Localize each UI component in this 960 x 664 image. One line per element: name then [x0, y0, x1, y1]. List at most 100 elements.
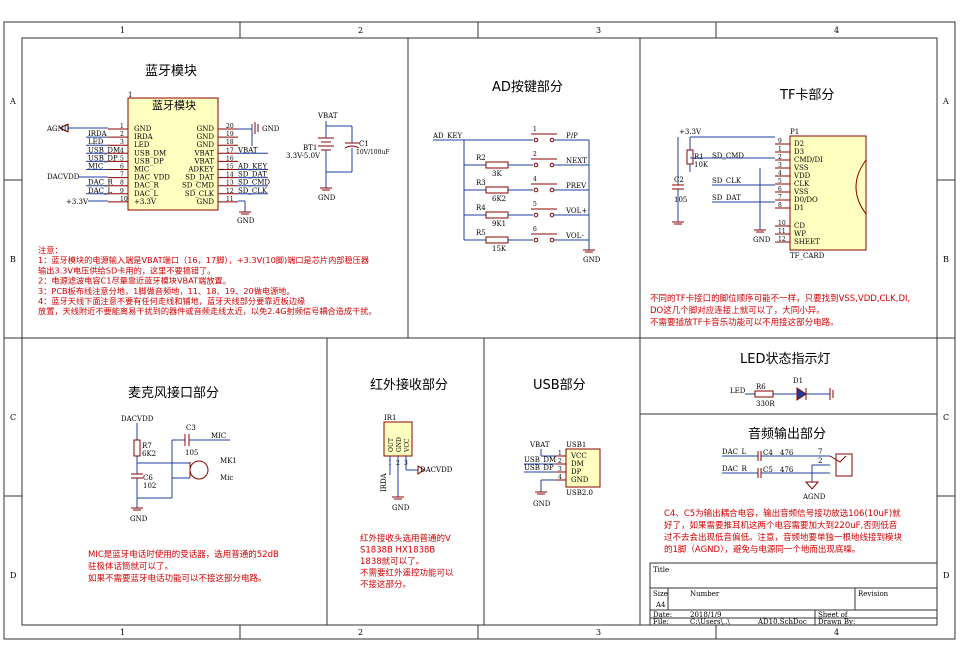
col-label-2-bottom: 2 — [358, 628, 363, 637]
mic-c3-value: 105 — [185, 449, 198, 457]
usb-net-dm: USB_DM — [524, 456, 556, 464]
tb-size-label: Size — [653, 590, 668, 598]
row-label-c: C — [10, 413, 16, 422]
mic-note-line: MIC是蓝牙电话时使用的受话器，选用普通的52dB — [88, 549, 279, 560]
bt-note-line: 4：蓝牙天线下面注意不要有任何走线和铺地，蓝牙天线部分要靠近板边缘 — [38, 296, 305, 306]
bt-right-pin-num: 16 — [226, 155, 234, 162]
bt-v33-label: +3.3V — [66, 198, 89, 206]
mic-ref: MK1 — [220, 457, 237, 465]
tf-pin-number: 12 — [778, 236, 786, 243]
tf-note-line: 不需要插放TF卡音乐功能可以不用接这部分电路。 — [650, 317, 839, 328]
usb-net-vbat: VBAT — [529, 441, 550, 449]
bt-left-pin-label: DAC_VDD — [134, 174, 170, 182]
bt-left-pin-label: +3.3V — [134, 198, 157, 206]
section-title-ad: AD按键部分 — [492, 80, 563, 95]
bt-right-pin-label: SD_DAT — [185, 174, 214, 182]
mic-note-line: 如果不需要蓝牙电话功能可以不接这部分电路。 — [88, 573, 267, 584]
bt-left-pin-label: IRDA — [134, 133, 154, 141]
mic-note-line: 驻极体话筒就可以了。 — [88, 561, 173, 572]
ad-key-prev-number: 4 — [533, 176, 537, 183]
ad-key-vol-label: VOL- — [565, 232, 584, 240]
ir-note-line: S1838B HX1838B — [360, 546, 435, 556]
bt-right-pin-label: GND — [197, 141, 215, 149]
ir-ref: IR1 — [384, 414, 397, 422]
col-label-2: 2 — [358, 26, 363, 35]
tb-title: Title — [653, 566, 669, 574]
bt-left-pin-label: MIC — [134, 166, 149, 174]
led-d-ref: D1 — [793, 377, 803, 385]
tb-file-name: AD10.SchDoc — [757, 618, 807, 626]
section-title-usb: USB部分 — [533, 378, 586, 393]
ir-note-line: 不接这部分。 — [360, 579, 411, 590]
tb-date: 2018/1/9 — [690, 611, 721, 619]
mic-notes: MIC是蓝牙电话时使用的受话器，选用普通的52dB驻极体话筒就可以了。如果不需要… — [88, 549, 279, 584]
usb-pin-label: DM — [571, 460, 584, 468]
led-net-label: LED — [730, 387, 746, 395]
ad-resistor-ref: R5 — [476, 229, 486, 237]
tf-pin-label: VDD — [793, 172, 811, 180]
bt-gnd-right-label: GND — [262, 125, 280, 133]
tf-gnd-label: GND — [753, 236, 771, 244]
row-label-b-right: B — [943, 255, 949, 264]
tf-r-ref: R1 — [694, 153, 704, 161]
tf-pin-number: 4 — [778, 170, 782, 177]
mic-r-ref: R7 — [142, 442, 152, 450]
tf-pin-number: 8 — [778, 202, 782, 209]
ad-key-pp-contact-left — [533, 137, 539, 143]
ad-resistor-value: 9K1 — [492, 220, 506, 228]
bt-left-net: USB_DP — [88, 154, 118, 162]
tf-c-ref: C2 — [674, 176, 684, 184]
tf-r-value: 10K — [694, 161, 709, 169]
bt-left-net: MIC — [88, 163, 103, 171]
bt-right-pin-label: SD_CLK — [185, 190, 215, 198]
ir-pin-label: OUT — [388, 438, 395, 452]
tb-size: A4 — [655, 601, 666, 609]
row-label-b: B — [10, 255, 16, 264]
tf-pin-number: 9 — [778, 138, 782, 145]
ad-key-pp-contact-right — [549, 137, 555, 143]
bt-right-net: AD_KEY — [237, 163, 268, 171]
battery-value: 3.3V-5.0V — [286, 152, 321, 160]
tb-number: Number — [690, 590, 720, 598]
tf-note-line: 不同的TF卡接口的脚位顺序可能不一样，只要找到VSS,VDD,CLK,DI, — [650, 293, 910, 304]
battery-block: VBAT BT1 3.3V-5.0V C1 10V/100uF GND — [286, 112, 389, 202]
bt-right-pin-num: 11 — [226, 196, 234, 203]
mic-block: DACVDD R7 6K2 C6 102 C3 105 MIC MK1 Mic … — [121, 415, 237, 523]
tf-net-dat: SD_DAT — [712, 194, 741, 202]
tf-net-cmd: SD_CMD — [712, 152, 744, 160]
ad-key-prev-label: PREV — [566, 182, 587, 190]
section-title-mic: 麦克风接口部分 — [128, 385, 219, 401]
tf-pin-label: D0/DO — [794, 196, 818, 204]
battery-net-label: VBAT — [317, 112, 338, 120]
bt-left-pin-label: USB_DP — [134, 157, 164, 165]
tf-note-line: DO这几个脚对应连接上就可以了，大同小异。 — [650, 305, 825, 316]
usb-ref: USB1 — [566, 441, 586, 449]
ad-key-vol-label: VOL+ — [565, 207, 587, 215]
row-label-a-right: A — [942, 97, 949, 106]
bt-right-pin-label: GND — [197, 133, 215, 141]
tf-pin-label: VSS — [793, 188, 809, 196]
bt-right-pin-num: 20 — [226, 123, 234, 130]
ad-key-vol-contact-left — [533, 212, 539, 218]
tf-pin-number: 7 — [778, 194, 782, 201]
tf-pin-number: 5 — [778, 178, 782, 185]
tf-pin-number: 10 — [778, 220, 786, 227]
tb-file-label: File: — [653, 618, 669, 626]
row-label-c-right: C — [943, 413, 949, 422]
usb-pin-number: 4 — [558, 474, 562, 481]
bt-left-pin-label: DAC_L — [134, 190, 159, 198]
tb-sheet: Sheet of — [818, 611, 849, 619]
bt-left-pin-num: 9 — [120, 188, 124, 195]
mic-r-value: 6K2 — [142, 450, 156, 458]
battery-cap-ref: C1 — [359, 140, 369, 148]
ad-resistor-body — [485, 211, 509, 219]
usb-net-dp: USB_DP — [524, 464, 554, 472]
ir-note-line: 1838就可以了。 — [360, 556, 424, 567]
audio-note-line: 过不去会出现低音偏低。注意，音频地要单独一根地线接到模块 — [664, 532, 903, 543]
audio-c5-value: 476 — [780, 466, 794, 474]
bt-right-pin-num: 14 — [226, 172, 234, 179]
usb-pin-label: VCC — [570, 452, 587, 460]
battery-cap-value: 10V/100uF — [356, 149, 389, 156]
